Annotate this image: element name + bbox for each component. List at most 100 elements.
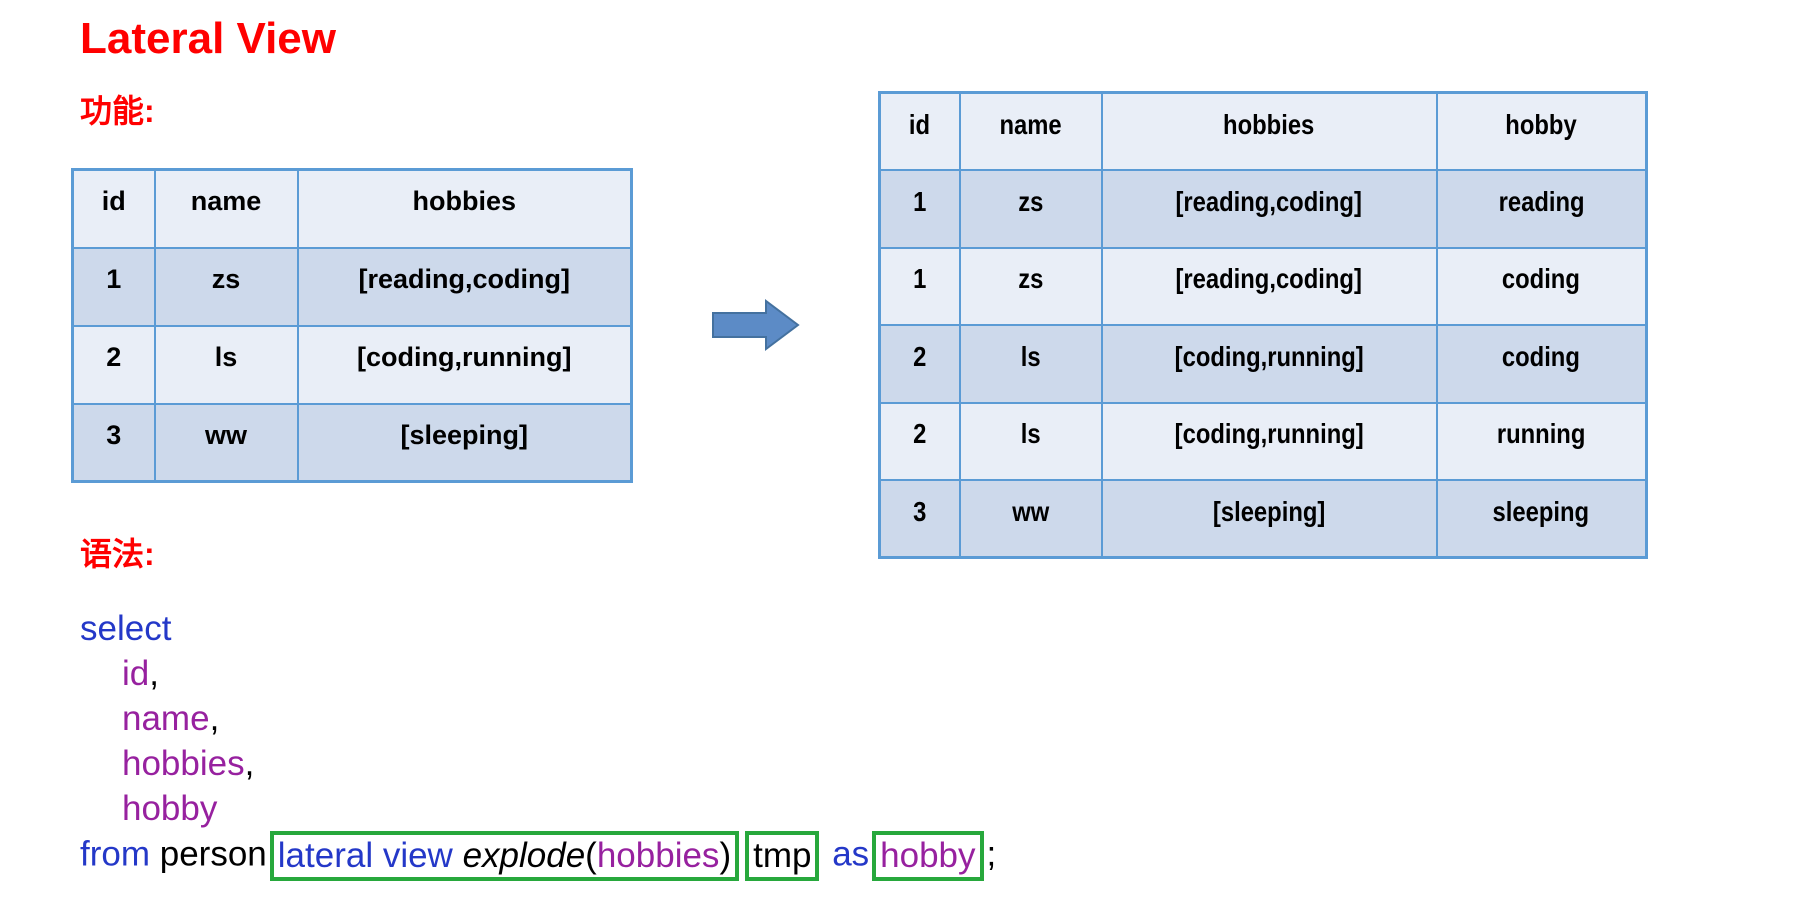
table-cell: [reading,coding] [1100,246,1438,326]
cell-text: sleeping [1492,495,1590,527]
sql-code-line: id, [80,651,996,696]
cell-text: [coding,running] [1174,340,1364,372]
cell-text: running [1496,418,1586,450]
header-cell: hobbies [1100,91,1438,171]
table-cell: zs [958,169,1103,249]
cell-text: name [999,108,1062,140]
table-cell: ww [958,479,1103,559]
cell-text: 3 [913,495,927,527]
table-row: 3 ww [sleeping] sleeping [878,479,1648,559]
highlight-box: tmp [745,831,820,881]
sql-identifier: hobby [122,789,218,828]
cell-text: reading [1498,185,1585,217]
table-cell: ww [153,402,299,483]
sql-code-line: select [80,606,996,651]
sql-function: explode [462,836,586,875]
table-cell: coding [1435,324,1648,404]
sql-text [822,834,832,873]
cell-text: [coding,running] [1174,418,1364,450]
cell-text: [reading,coding] [1175,185,1363,217]
table-cell: ls [958,324,1103,404]
table-cell: ls [153,324,299,405]
table-cell: 1 [878,169,961,249]
cell-text: 1 [913,185,927,217]
cell-text: hobby [1505,108,1577,140]
cell-text: [sleeping] [400,419,528,450]
sql-identifier: id [122,654,150,693]
sql-keyword: lateral view [277,836,463,875]
sql-text: ) [719,836,732,875]
table-cell: 3 [71,402,156,483]
cell-text: [reading,coding] [358,264,571,294]
highlight-box: lateral view explode(hobbies) [269,831,740,881]
cell-text: name [190,186,262,217]
sql-text: tmp [753,836,812,875]
table-cell: 3 [878,479,961,559]
table-cell: zs [153,246,299,327]
cell-text: 3 [106,419,122,450]
table-cell: [coding,running] [1100,401,1438,481]
sql-text: , [244,744,255,783]
sql-text: ; [986,834,997,874]
table-cell: [sleeping] [296,402,633,483]
sql-keyword: from [80,834,160,874]
cell-text: zs [1017,185,1044,217]
cell-text: 1 [106,264,122,294]
cell-text: [sleeping] [1212,495,1326,527]
sql-identifier: hobbies [596,836,720,875]
header-cell: hobbies [296,168,633,249]
table-cell: 1 [878,246,961,326]
highlight-box: hobby [872,831,984,881]
cell-text: 2 [913,340,927,372]
sql-text: , [209,699,220,738]
table-header-row: id name hobbies [71,168,633,249]
table-cell: sleeping [1435,479,1648,559]
cell-text: coding [1502,340,1581,372]
right-arrow-icon [712,299,800,351]
cell-text: 2 [106,342,122,372]
cell-text: 1 [913,263,927,295]
table-cell: [reading,coding] [296,246,633,327]
cell-text: id [101,186,126,217]
cell-text: ls [1020,340,1041,372]
table-row: 2 ls [coding,running] [71,324,633,405]
header-cell: id [878,91,961,171]
cell-text: [reading,coding] [1175,263,1363,295]
sql-identifier: name [122,699,210,738]
cell-text: ww [204,419,247,450]
sql-keyword: select [80,609,172,648]
sql-identifier: hobbies [122,744,245,783]
header-cell: name [153,168,299,249]
cell-text: coding [1502,263,1581,295]
exploded-table: id name hobbies hobby 1 zs [reading,coding] rea… [878,91,1648,559]
cell-text: 2 [913,418,927,450]
header-cell: hobby [1435,91,1648,171]
table-cell: [coding,running] [296,324,633,405]
table-cell: coding [1435,246,1648,326]
cell-text: hobbies [412,186,516,217]
sql-code-line: hobbies, [80,741,996,786]
source-table: id name hobbies 1 zs [reading,coding] 2 ls [codi… [71,168,633,483]
table-cell: 2 [878,324,961,404]
cell-text: ls [214,342,238,372]
table-row: 3 ww [sleeping] [71,402,633,483]
cell-text: [coding,running] [357,342,572,372]
sql-text: ( [585,836,597,875]
table-cell: running [1435,401,1648,481]
table-cell: 2 [71,324,156,405]
table-cell: [coding,running] [1100,324,1438,404]
sql-code-line: hobby [80,786,996,831]
syntax-section-label: 语法: [80,536,155,572]
cell-text: ls [1020,418,1041,450]
cell-text: zs [211,264,241,294]
sql-keyword: as [832,834,870,874]
cell-text: zs [1017,263,1044,295]
cell-text: id [909,108,931,140]
table-header-row: id name hobbies hobby [878,91,1648,171]
function-section-label: 功能: [80,93,155,129]
sql-code-line: name, [80,696,996,741]
table-row: 1 zs [reading,coding] coding [878,246,1648,326]
sql-identifier: hobby [880,836,976,875]
